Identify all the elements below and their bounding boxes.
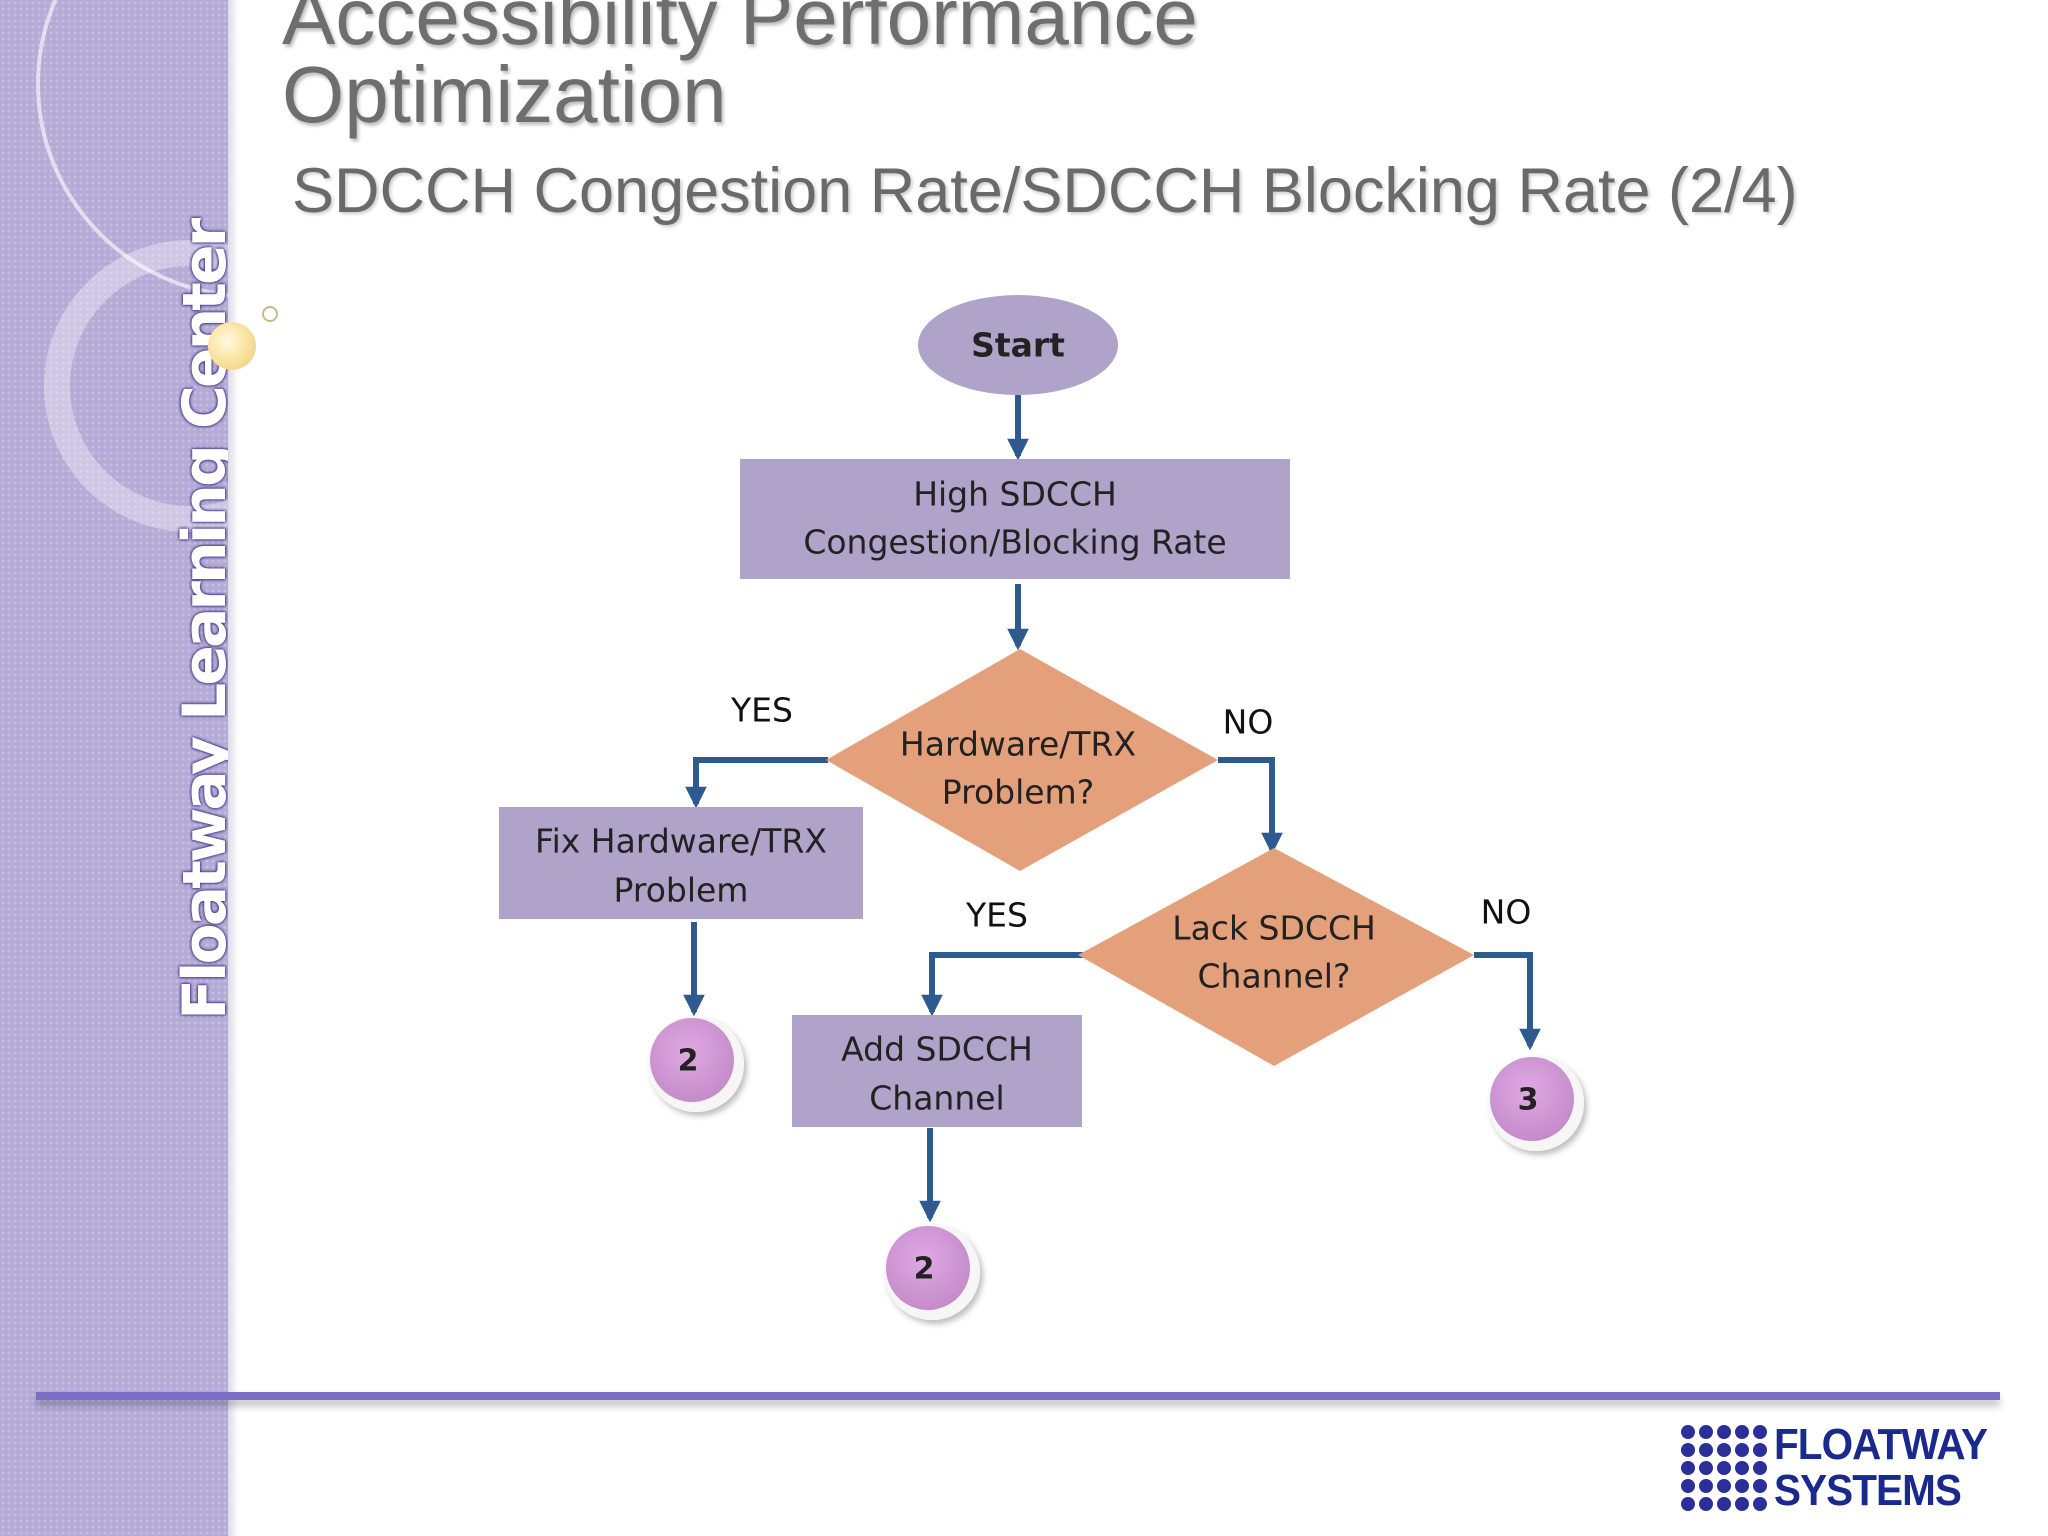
process-fix-hardware: Fix Hardware/TRX Problem: [499, 807, 863, 919]
start-label: Start: [971, 326, 1065, 365]
decorative-bubble: [208, 322, 256, 370]
decision2-yes-label: YES: [965, 896, 1028, 935]
process-fix-hardware-line-1: Fix Hardware/TRX: [535, 822, 827, 861]
process-high-sdcch-line-2: Congestion/Blocking Rate: [803, 523, 1226, 562]
decision-hardware-trx-line-1: Hardware/TRX: [900, 725, 1136, 764]
process-add-sdcch-line-1: Add SDCCH: [841, 1030, 1033, 1069]
process-high-sdcch: High SDCCH Congestion/Blocking Rate: [740, 459, 1290, 579]
footer-rule: [36, 1392, 2000, 1400]
decision-lack-sdcch: Lack SDCCH Channel?: [1078, 848, 1474, 1066]
process-add-sdcch-line-2: Channel: [869, 1079, 1004, 1118]
connector-3-no-label: 3: [1518, 1083, 1539, 1118]
arrow-decision1-yes: [685, 757, 828, 809]
connector-3-no: 3: [1488, 1055, 1584, 1151]
process-high-sdcch-line-1: High SDCCH: [913, 475, 1117, 514]
logo-text-line-1: FLOATWAY: [1774, 1420, 1988, 1469]
start-node: Start: [918, 295, 1118, 395]
connector-2-fix-label: 2: [678, 1044, 699, 1079]
decorative-dot: [262, 306, 278, 322]
arrow-decision2-no: [1474, 952, 1541, 1051]
slide-title-line-2: Optimization: [282, 50, 727, 139]
decision-lack-sdcch-line-1: Lack SDCCH: [1172, 909, 1376, 948]
decision-hardware-trx: Hardware/TRX Problem?: [826, 649, 1218, 871]
decision2-no-label: NO: [1481, 893, 1532, 932]
decorative-bubbles: [208, 306, 278, 370]
arrow-decision2-yes: [921, 952, 1084, 1017]
slide-title-line-1: Accessibility Performance: [282, 0, 1198, 61]
sidebar-panel: Floatway Learning Center: [0, 0, 228, 1536]
decision-hardware-trx-line-2: Problem?: [942, 773, 1094, 812]
connector-2-add: 2: [884, 1224, 980, 1320]
sidebar-shadow: [228, 0, 238, 1536]
decision-lack-sdcch-line-2: Channel?: [1198, 957, 1351, 996]
slide-title: Accessibility Performance Optimization: [282, 0, 1982, 139]
process-add-sdcch: Add SDCCH Channel: [792, 1015, 1082, 1127]
slide-subtitle: SDCCH Congestion Rate/SDCCH Blocking Rat…: [292, 156, 1798, 226]
decision1-no-label: NO: [1223, 703, 1274, 742]
arrow-decision1-no: [1218, 757, 1283, 855]
decision1-yes-label: YES: [730, 691, 793, 730]
logo-text-line-2: SYSTEMS: [1774, 1466, 1962, 1515]
connector-2-fix: 2: [648, 1016, 744, 1112]
logo-dot-grid-icon: [1681, 1425, 1767, 1511]
connector-2-add-label: 2: [914, 1252, 935, 1287]
process-fix-hardware-line-2: Problem: [614, 871, 749, 910]
